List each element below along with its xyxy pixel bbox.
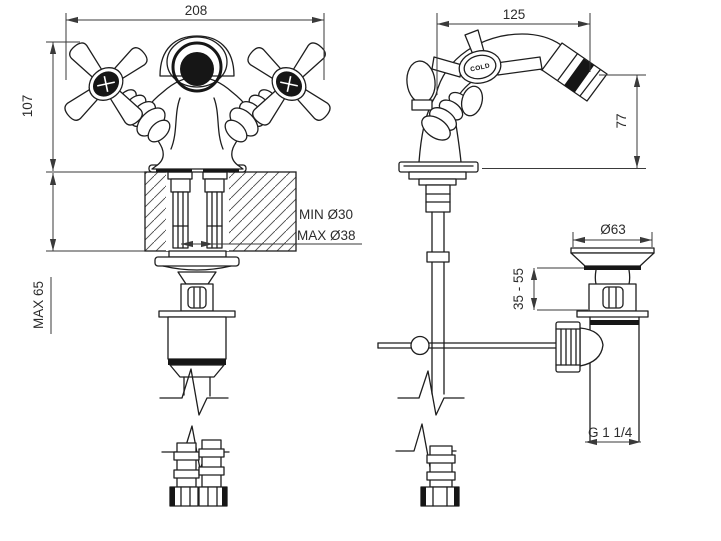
svg-text:35 - 55: 35 - 55 — [511, 268, 526, 310]
dim-mount-thickness: MAX 65 — [31, 173, 57, 334]
dim-front-width: 208 — [65, 3, 325, 80]
dim-mounting-hole: MIN Ø30 MAX Ø38 — [181, 207, 362, 248]
pop-up-rod — [377, 335, 558, 356]
dim-waste-flange: Ø63 — [572, 222, 653, 247]
svg-text:MAX Ø38: MAX Ø38 — [297, 228, 356, 243]
dim-front-height: 107 — [20, 41, 80, 171]
side-view: COLD — [377, 29, 655, 507]
right-cross-handle — [247, 42, 331, 126]
svg-text:MIN Ø30: MIN Ø30 — [299, 207, 353, 222]
dim-thread: G 1 1/4 — [585, 425, 641, 446]
dimension-layer: 208 107 MAX 65 MIN Ø30 MAX Ø38 — [20, 3, 653, 446]
mounting-shanks — [167, 171, 228, 249]
dim-adjust-range: 35 - 55 — [511, 267, 588, 311]
shank-tailpipe-side — [397, 171, 467, 416]
svg-text:208: 208 — [185, 3, 208, 18]
spout-aerator-front — [159, 35, 235, 93]
dim-spout-height: 77 — [482, 74, 646, 169]
waste-assembly-side — [555, 247, 655, 442]
supply-connectors-front — [161, 425, 230, 507]
cross-handle-side: COLD — [431, 29, 543, 117]
rear-knob — [406, 60, 436, 111]
supply-connector-side — [395, 423, 460, 507]
svg-text:107: 107 — [20, 95, 35, 118]
left-cross-handle — [64, 42, 148, 126]
spray-head — [541, 42, 608, 102]
svg-text:125: 125 — [503, 7, 526, 22]
handle-medallion-label: COLD — [470, 62, 491, 73]
svg-text:77: 77 — [614, 113, 629, 128]
dim-side-depth: 125 — [436, 7, 591, 95]
waste-assembly-front — [154, 250, 240, 416]
svg-text:Ø63: Ø63 — [600, 222, 626, 237]
svg-text:MAX 65: MAX 65 — [31, 281, 46, 329]
front-view — [46, 35, 331, 507]
svg-text:G 1 1/4: G 1 1/4 — [588, 425, 633, 440]
faucet-body-front — [144, 76, 251, 173]
